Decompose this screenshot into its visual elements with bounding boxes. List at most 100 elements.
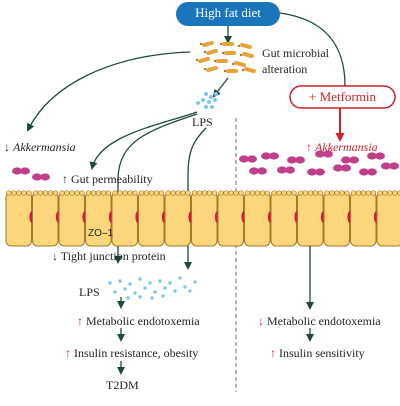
microvillus bbox=[132, 190, 138, 196]
akkermansia-cell bbox=[287, 156, 297, 164]
microvillus bbox=[112, 190, 118, 196]
microvillus bbox=[52, 190, 59, 196]
microvillus bbox=[355, 190, 362, 196]
metformin-node bbox=[289, 85, 396, 109]
microvillus bbox=[117, 190, 123, 196]
microvillus bbox=[392, 190, 398, 196]
gut-permeability-label: ↑ Gut permeability bbox=[62, 172, 153, 186]
epithelial-cell bbox=[164, 191, 191, 247]
lps-dot bbox=[118, 279, 122, 283]
akkermansia-cell bbox=[277, 166, 287, 174]
akkermansia-cell bbox=[349, 156, 359, 164]
akkermansia-cell bbox=[359, 168, 369, 176]
akkermansia-cell bbox=[20, 167, 30, 175]
gut-permeability-text: Gut permeability bbox=[71, 172, 153, 186]
flagellum-dot bbox=[239, 53, 243, 57]
microvillus bbox=[307, 190, 314, 196]
microvillus bbox=[397, 190, 400, 196]
bacterium bbox=[198, 56, 210, 64]
bacterium bbox=[222, 42, 234, 46]
microvillus bbox=[185, 190, 191, 196]
microvillus bbox=[11, 190, 17, 196]
flagellum-dot bbox=[223, 69, 227, 73]
akkermansia-cell bbox=[257, 167, 267, 175]
akkermansia-cell bbox=[32, 173, 42, 181]
akkermansia-cell bbox=[239, 155, 249, 163]
lps-dot bbox=[173, 289, 177, 293]
microvillus bbox=[370, 190, 377, 196]
microvillus bbox=[329, 190, 335, 196]
epithelial-cell bbox=[191, 191, 218, 247]
microvillus bbox=[339, 190, 345, 196]
akkermansia-right-label: ↑ Akkermansia bbox=[306, 140, 378, 154]
metabolic-endotoxemia-right-label: ↓ Metabolic endotoxemia bbox=[258, 314, 381, 328]
microvillus bbox=[365, 190, 372, 196]
lps-dot bbox=[126, 296, 130, 300]
lps-bottom-label: LPS bbox=[79, 285, 100, 299]
akkermansia-cell bbox=[333, 164, 343, 172]
t2dm-label: T2DM bbox=[106, 378, 139, 392]
lps-dot bbox=[214, 92, 218, 96]
microvillus bbox=[271, 190, 277, 196]
microvillus bbox=[26, 190, 32, 196]
microvillus bbox=[100, 190, 107, 196]
akkermansia-left-icon bbox=[12, 167, 50, 181]
lps-dot bbox=[113, 290, 117, 294]
akkermansia-left-arrow: ↓ bbox=[4, 140, 10, 154]
microvillus bbox=[95, 190, 102, 196]
akkermansia-cell bbox=[381, 162, 391, 170]
akkermansia-cell bbox=[375, 152, 385, 160]
microvillus bbox=[143, 190, 150, 196]
epithelial-cell bbox=[217, 191, 244, 247]
metformin-label: + Metformin bbox=[309, 89, 376, 104]
bacterium bbox=[234, 60, 246, 68]
bacterium bbox=[240, 42, 252, 50]
akkermansia-left-label: ↓ Akkermansia bbox=[4, 140, 76, 154]
microvillus bbox=[165, 190, 171, 196]
lps-dot bbox=[204, 105, 208, 109]
akkermansia-cell bbox=[247, 155, 257, 163]
arrow-lps-to-zo1 bbox=[114, 113, 198, 264]
lps-dot bbox=[178, 276, 182, 280]
flagellum-dot bbox=[213, 59, 217, 63]
insulin-sensitivity-arrow: ↑ bbox=[270, 346, 276, 360]
microvillus bbox=[286, 190, 292, 196]
lps-dot bbox=[153, 290, 157, 294]
microvillus bbox=[90, 190, 97, 196]
bacterium bbox=[202, 40, 214, 48]
epithelial-cell bbox=[5, 191, 32, 247]
lps-dot bbox=[128, 282, 132, 286]
akkermansia-left-name: Akkermansia bbox=[13, 140, 76, 154]
microvillus bbox=[211, 190, 218, 196]
lps-dot bbox=[161, 294, 165, 298]
lps-dot bbox=[158, 279, 162, 283]
microvillus bbox=[138, 190, 145, 196]
microvillus bbox=[360, 190, 367, 196]
epithelial-cell bbox=[138, 191, 165, 247]
microvillus bbox=[382, 190, 388, 196]
microvillus bbox=[59, 190, 65, 196]
lps-dot bbox=[183, 285, 187, 289]
microvillus bbox=[47, 190, 54, 196]
akkermansia-cell bbox=[249, 167, 259, 175]
insulin-resistance-text: Insulin resistance, obesity bbox=[74, 346, 199, 360]
microvillus bbox=[281, 190, 287, 196]
microvillus bbox=[387, 190, 393, 196]
lps-dot bbox=[204, 92, 208, 96]
gut-microbial-label-2: alteration bbox=[262, 62, 308, 76]
microvillus bbox=[127, 190, 133, 196]
microvillus bbox=[64, 190, 70, 196]
lps-dot bbox=[143, 286, 147, 290]
microvillus bbox=[206, 190, 213, 196]
epithelial-cell bbox=[376, 191, 400, 247]
lps-dot bbox=[108, 281, 112, 285]
lps-dot bbox=[133, 291, 137, 295]
microvillus bbox=[6, 190, 12, 196]
microvillus bbox=[223, 190, 229, 196]
akkermansia-cell bbox=[315, 150, 325, 158]
microvillus bbox=[196, 190, 203, 196]
lps-dot bbox=[138, 295, 142, 299]
microvillus bbox=[175, 190, 181, 196]
lps-top-label: LPS bbox=[192, 115, 213, 129]
